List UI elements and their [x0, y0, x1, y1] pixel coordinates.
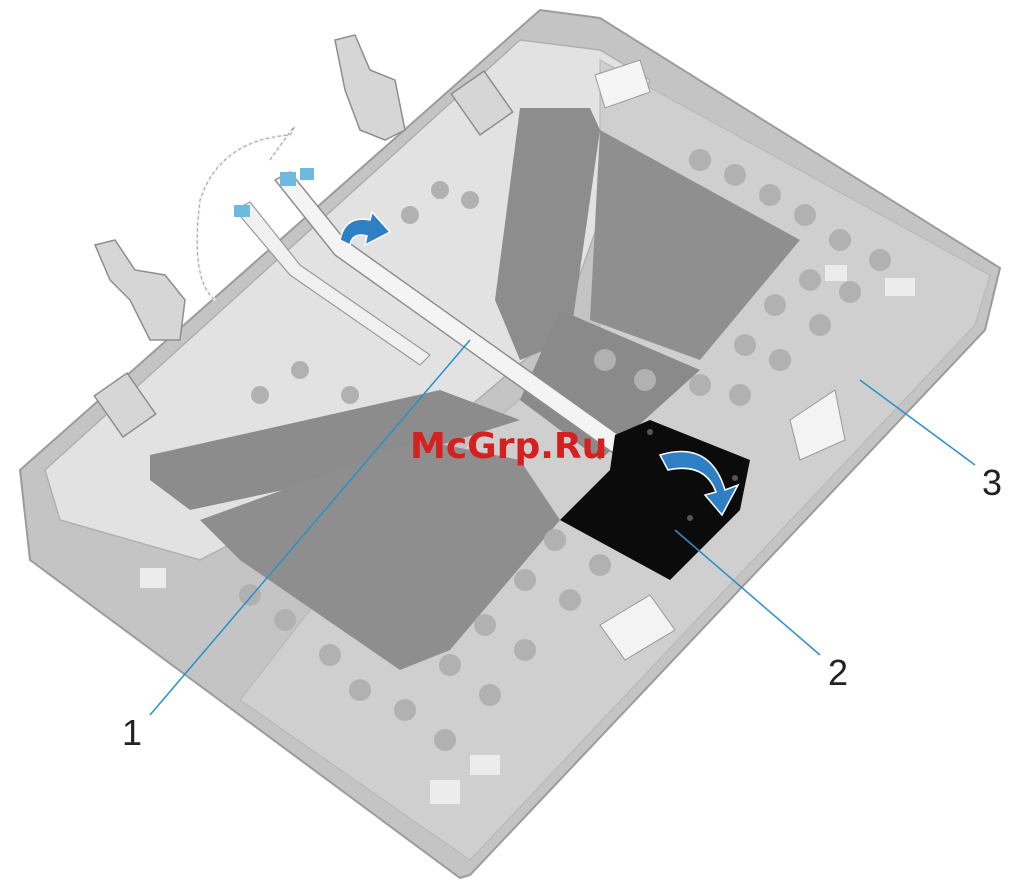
watermark-text: McGrp.Ru [410, 426, 607, 467]
foam-dot [829, 229, 851, 251]
foam-dot [799, 269, 821, 291]
foam-pad [885, 278, 915, 296]
foam-dot [759, 184, 781, 206]
foam-dot [794, 204, 816, 226]
cable-connector-tab [300, 168, 314, 180]
foam-dot [401, 206, 419, 224]
foam-dot [341, 386, 359, 404]
hinge-bottom [95, 240, 185, 340]
shield-screw [647, 429, 653, 435]
foam-dot [461, 191, 479, 209]
foam-dot [544, 529, 566, 551]
foam-dot [869, 249, 891, 271]
foam-dot [514, 639, 536, 661]
foam-dot [689, 374, 711, 396]
foam-dot [474, 614, 496, 636]
cable-connector-tab [234, 205, 250, 217]
foam-dot [589, 554, 611, 576]
foam-dot [239, 584, 261, 606]
foam-pad [430, 780, 460, 804]
foam-dot [724, 164, 746, 186]
foam-pad [140, 568, 166, 588]
foam-dot [434, 729, 456, 751]
foam-dot [729, 384, 751, 406]
foam-dot [559, 589, 581, 611]
shield-screw [732, 475, 738, 481]
foam-dot [764, 294, 786, 316]
foam-dot [319, 644, 341, 666]
foam-dot [634, 369, 656, 391]
foam-dot [769, 349, 791, 371]
foam-dot [394, 699, 416, 721]
foam-dot [349, 679, 371, 701]
foam-dot [251, 386, 269, 404]
foam-dot [439, 654, 461, 676]
callout-3: 3 [982, 462, 1002, 503]
callout-1: 1 [122, 712, 142, 753]
foam-dot [274, 609, 296, 631]
foam-dot [594, 349, 616, 371]
foam-dot [479, 684, 501, 706]
shield-screw [687, 515, 693, 521]
foam-dot [431, 181, 449, 199]
foam-dot [291, 361, 309, 379]
foam-dot [734, 334, 756, 356]
foam-dot [689, 149, 711, 171]
foam-pad [470, 755, 500, 775]
cable-connector-tab [280, 172, 296, 186]
callout-2: 2 [828, 652, 848, 693]
foam-pad [825, 265, 847, 281]
foam-dot [809, 314, 831, 336]
foam-dot [514, 569, 536, 591]
hinge-top [335, 35, 405, 140]
foam-dot [839, 281, 861, 303]
